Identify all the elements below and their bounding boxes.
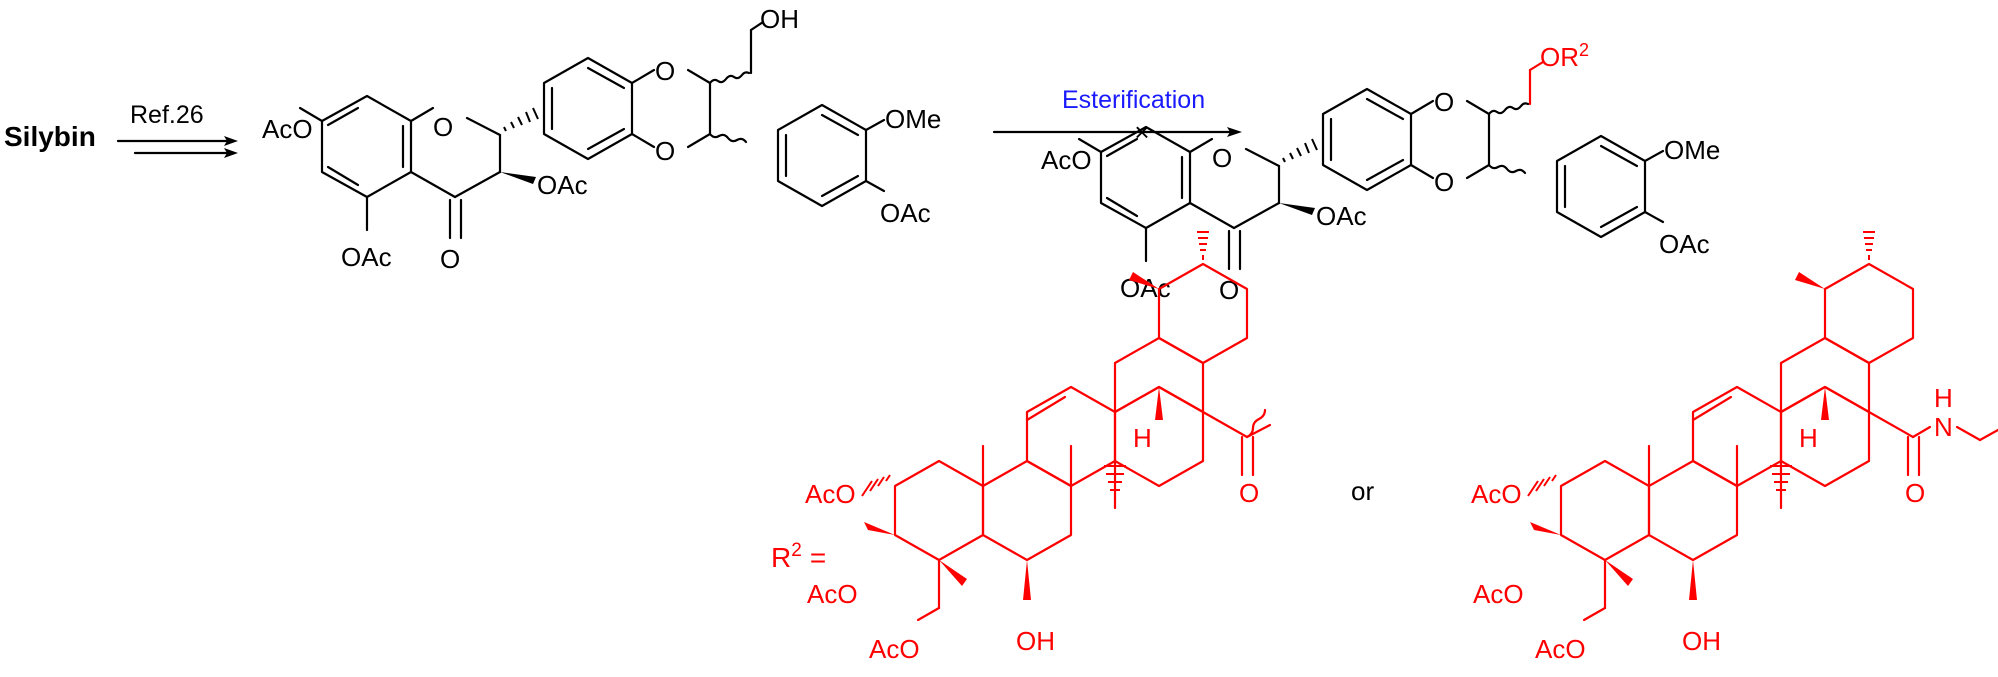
step2-arrow — [992, 127, 1242, 137]
label-nh: H — [1934, 383, 1953, 413]
label-5-oac: OAc — [1120, 273, 1171, 303]
label-dioxane-o1: O — [1434, 87, 1454, 117]
label-23-aco: AcO — [869, 634, 920, 664]
label-dioxane-o1: O — [655, 56, 675, 86]
label-ring-o: O — [1212, 143, 1232, 173]
label-5-oac: OAc — [341, 242, 392, 272]
r2-label: R2= — [771, 540, 826, 573]
label-6-oh: OH — [1682, 626, 1721, 656]
ring-b — [1647, 459, 1739, 562]
reaction-failed-mark: × — [1134, 117, 1149, 147]
label-2-aco: AcO — [805, 479, 856, 509]
label-n: N — [1934, 412, 1953, 442]
label-amide-o: O — [1905, 478, 1925, 508]
b-ring — [1321, 87, 1413, 192]
step1-reagent: Ref.26 — [130, 101, 204, 129]
aryl-ring — [776, 103, 868, 208]
label-3-oac: OAc — [1316, 201, 1367, 231]
label-ring-o: O — [433, 112, 453, 142]
label-3-aco: AcO — [807, 579, 858, 609]
b-ring — [542, 56, 634, 161]
molecule-peracetyl-silybin: AcO O OAc O OAc O O OH OMe OAc — [262, 4, 941, 274]
step2-reagent: Esterification — [1062, 86, 1205, 114]
label-7-aco: AcO — [262, 114, 313, 144]
label-dioxane-o2: O — [655, 136, 675, 166]
label-4-oac: OAc — [1659, 229, 1710, 259]
label-dioxane-o2: O — [1434, 167, 1454, 197]
label-or2: OR2 — [1540, 40, 1589, 72]
ring-a — [893, 459, 985, 562]
silybin-label: Silybin — [4, 121, 96, 152]
label-h: H — [1799, 423, 1818, 453]
step1-double-arrow — [116, 136, 238, 158]
triterpene-acyl-1: H O AcO AcO AcO OH — [805, 231, 1272, 664]
label-carbonyl-o: O — [440, 244, 460, 274]
ring-a — [1559, 459, 1651, 562]
label-h: H — [1133, 423, 1152, 453]
or-connector: or — [1351, 476, 1374, 506]
ring-e — [1823, 262, 1915, 365]
label-7-aco: AcO — [1041, 145, 1092, 175]
label-oh: OH — [760, 4, 799, 34]
molecule-target-ester: AcO O OAc O OAc O O OR2 OMe OAc — [1041, 40, 1720, 305]
label-2-aco: AcO — [1471, 479, 1522, 509]
label-6-oh: OH — [1016, 626, 1055, 656]
label-3-aco: AcO — [1473, 579, 1524, 609]
label-3-oac: OAc — [537, 170, 588, 200]
label-23-aco: AcO — [1535, 634, 1586, 664]
label-ome: OMe — [1664, 135, 1720, 165]
aryl-ring — [1555, 134, 1647, 239]
label-carbonyl-o: O — [1239, 478, 1259, 508]
triterpene-acyl-2: H O N H AcO AcO AcO OH — [1471, 231, 1998, 664]
label-ome: OMe — [885, 104, 941, 134]
ring-b — [981, 459, 1073, 562]
a-ring — [320, 94, 413, 199]
label-4-oac: OAc — [880, 198, 931, 228]
